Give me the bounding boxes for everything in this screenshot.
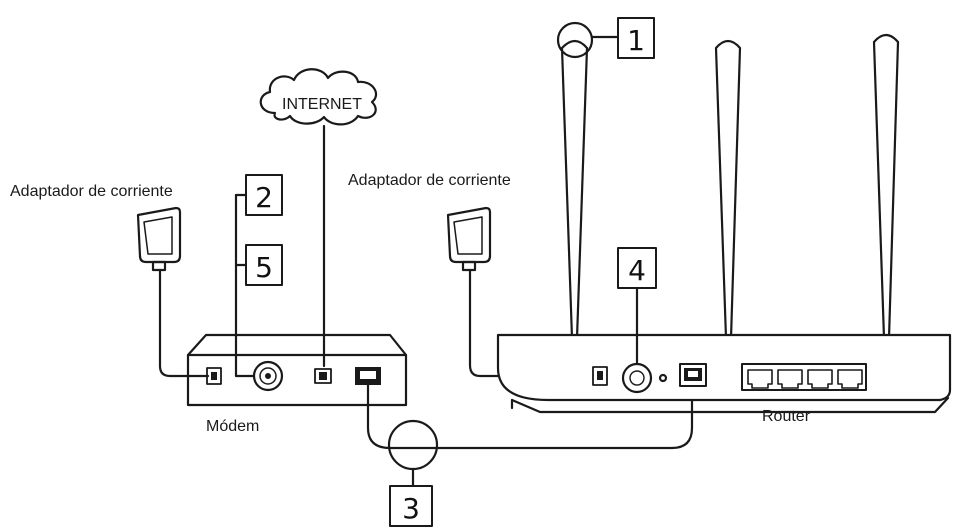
router-label: Router (762, 408, 811, 425)
modem-device (186, 333, 408, 407)
svg-text:1: 1 (627, 24, 645, 57)
antenna-middle (714, 39, 742, 340)
router-device (496, 333, 952, 414)
ethernet-cable (366, 383, 694, 450)
modem-label: Módem (206, 418, 259, 435)
adapter-left-label: Adaptador de corriente (10, 183, 173, 200)
step-1-highlight (556, 21, 594, 59)
power-adapter-right-icon (446, 206, 492, 272)
step-3-highlight (387, 419, 439, 471)
svg-text:5: 5 (255, 251, 273, 284)
step-3-callout: 3 (389, 485, 433, 527)
step-1-callout: 1 (617, 17, 655, 59)
step-4-callout: 4 (617, 247, 657, 289)
step-5-callout: 5 (245, 244, 283, 286)
internet-label: INTERNET (282, 96, 362, 113)
step-2-leader (234, 193, 256, 378)
modem-power-cable (158, 268, 210, 378)
antenna-right (872, 33, 900, 340)
power-adapter-left-icon (136, 206, 182, 272)
svg-text:2: 2 (255, 181, 273, 214)
svg-text:3: 3 (402, 492, 420, 525)
antenna-left (560, 39, 589, 340)
svg-text:4: 4 (628, 254, 646, 287)
internet-cloud: INTERNET (259, 68, 378, 126)
router-power-cable (468, 268, 592, 378)
step-2-callout: 2 (245, 174, 283, 216)
adapter-right-label: Adaptador de corriente (348, 172, 511, 189)
